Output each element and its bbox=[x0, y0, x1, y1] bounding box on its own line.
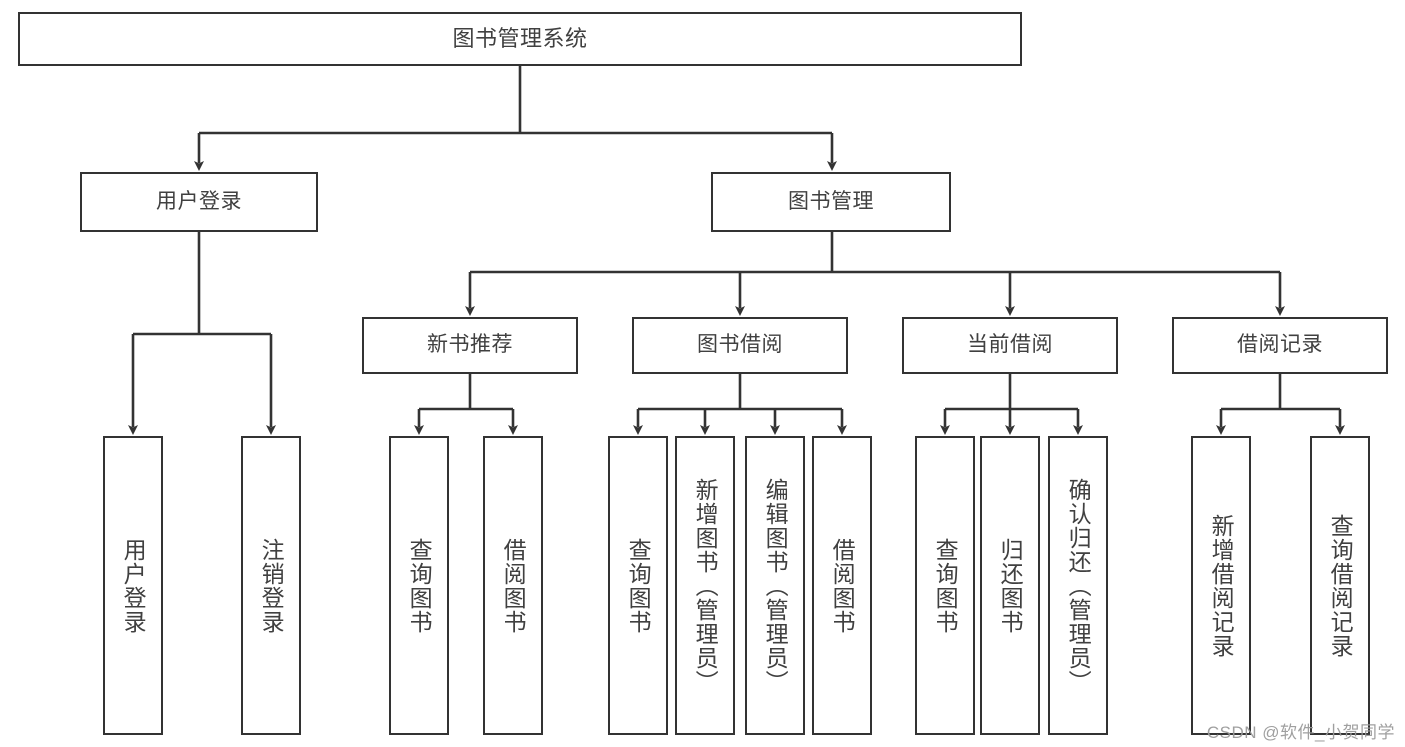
node-leaf-add-book-admin[interactable]: 新增图书（管理员） bbox=[675, 436, 735, 735]
node-leaf-confirm-return-admin[interactable]: 确认归还（管理员） bbox=[1048, 436, 1108, 735]
node-leaf-logout[interactable]: 注销登录 bbox=[241, 436, 301, 735]
node-leaf-query-book[interactable]: 查询图书 bbox=[608, 436, 668, 735]
node-label: 查询图书 bbox=[406, 537, 433, 634]
node-leaf-user-login[interactable]: 用户登录 bbox=[103, 436, 163, 735]
node-leaf-add-borrow-record[interactable]: 新增借阅记录 bbox=[1191, 436, 1251, 735]
node-label: 用户登录 bbox=[156, 189, 242, 213]
node-book-borrow[interactable]: 图书借阅 bbox=[632, 317, 848, 374]
node-label: 新增借阅记录 bbox=[1208, 513, 1235, 658]
node-label: 查询借阅记录 bbox=[1327, 513, 1354, 658]
node-user-login[interactable]: 用户登录 bbox=[80, 172, 318, 232]
node-label: 查询图书 bbox=[625, 537, 652, 634]
node-label: 新增图书（管理员） bbox=[692, 477, 719, 694]
node-leaf-borrow-book-new[interactable]: 借阅图书 bbox=[483, 436, 543, 735]
node-leaf-query-book-new[interactable]: 查询图书 bbox=[389, 436, 449, 735]
node-label: 用户登录 bbox=[120, 537, 147, 634]
node-label: 图书管理系统 bbox=[452, 26, 588, 52]
node-label: 当前借阅 bbox=[967, 333, 1053, 357]
node-leaf-borrow-book[interactable]: 借阅图书 bbox=[812, 436, 872, 735]
node-label: 注销登录 bbox=[258, 537, 285, 634]
node-leaf-query-book-current[interactable]: 查询图书 bbox=[915, 436, 975, 735]
node-leaf-edit-book-admin[interactable]: 编辑图书（管理员） bbox=[745, 436, 805, 735]
node-label: 编辑图书（管理员） bbox=[762, 477, 789, 694]
node-label: 确认归还（管理员） bbox=[1065, 477, 1092, 694]
node-root-book-management-system[interactable]: 图书管理系统 bbox=[18, 12, 1022, 66]
node-label: 新书推荐 bbox=[427, 333, 513, 357]
node-label: 借阅图书 bbox=[829, 537, 856, 634]
node-label: 图书管理 bbox=[788, 189, 874, 213]
node-label: 归还图书 bbox=[997, 537, 1024, 634]
node-label: 图书借阅 bbox=[697, 333, 783, 357]
node-leaf-return-book[interactable]: 归还图书 bbox=[980, 436, 1040, 735]
csdn-watermark: CSDN @软件_小贺同学 bbox=[1206, 723, 1395, 742]
node-new-book-recommendation[interactable]: 新书推荐 bbox=[362, 317, 578, 374]
node-borrow-record[interactable]: 借阅记录 bbox=[1172, 317, 1388, 374]
node-label: 借阅记录 bbox=[1237, 333, 1323, 357]
node-book-management[interactable]: 图书管理 bbox=[711, 172, 951, 232]
node-leaf-query-borrow-record[interactable]: 查询借阅记录 bbox=[1310, 436, 1370, 735]
node-current-borrow[interactable]: 当前借阅 bbox=[902, 317, 1118, 374]
node-label: 借阅图书 bbox=[500, 537, 527, 634]
node-label: 查询图书 bbox=[932, 537, 959, 634]
